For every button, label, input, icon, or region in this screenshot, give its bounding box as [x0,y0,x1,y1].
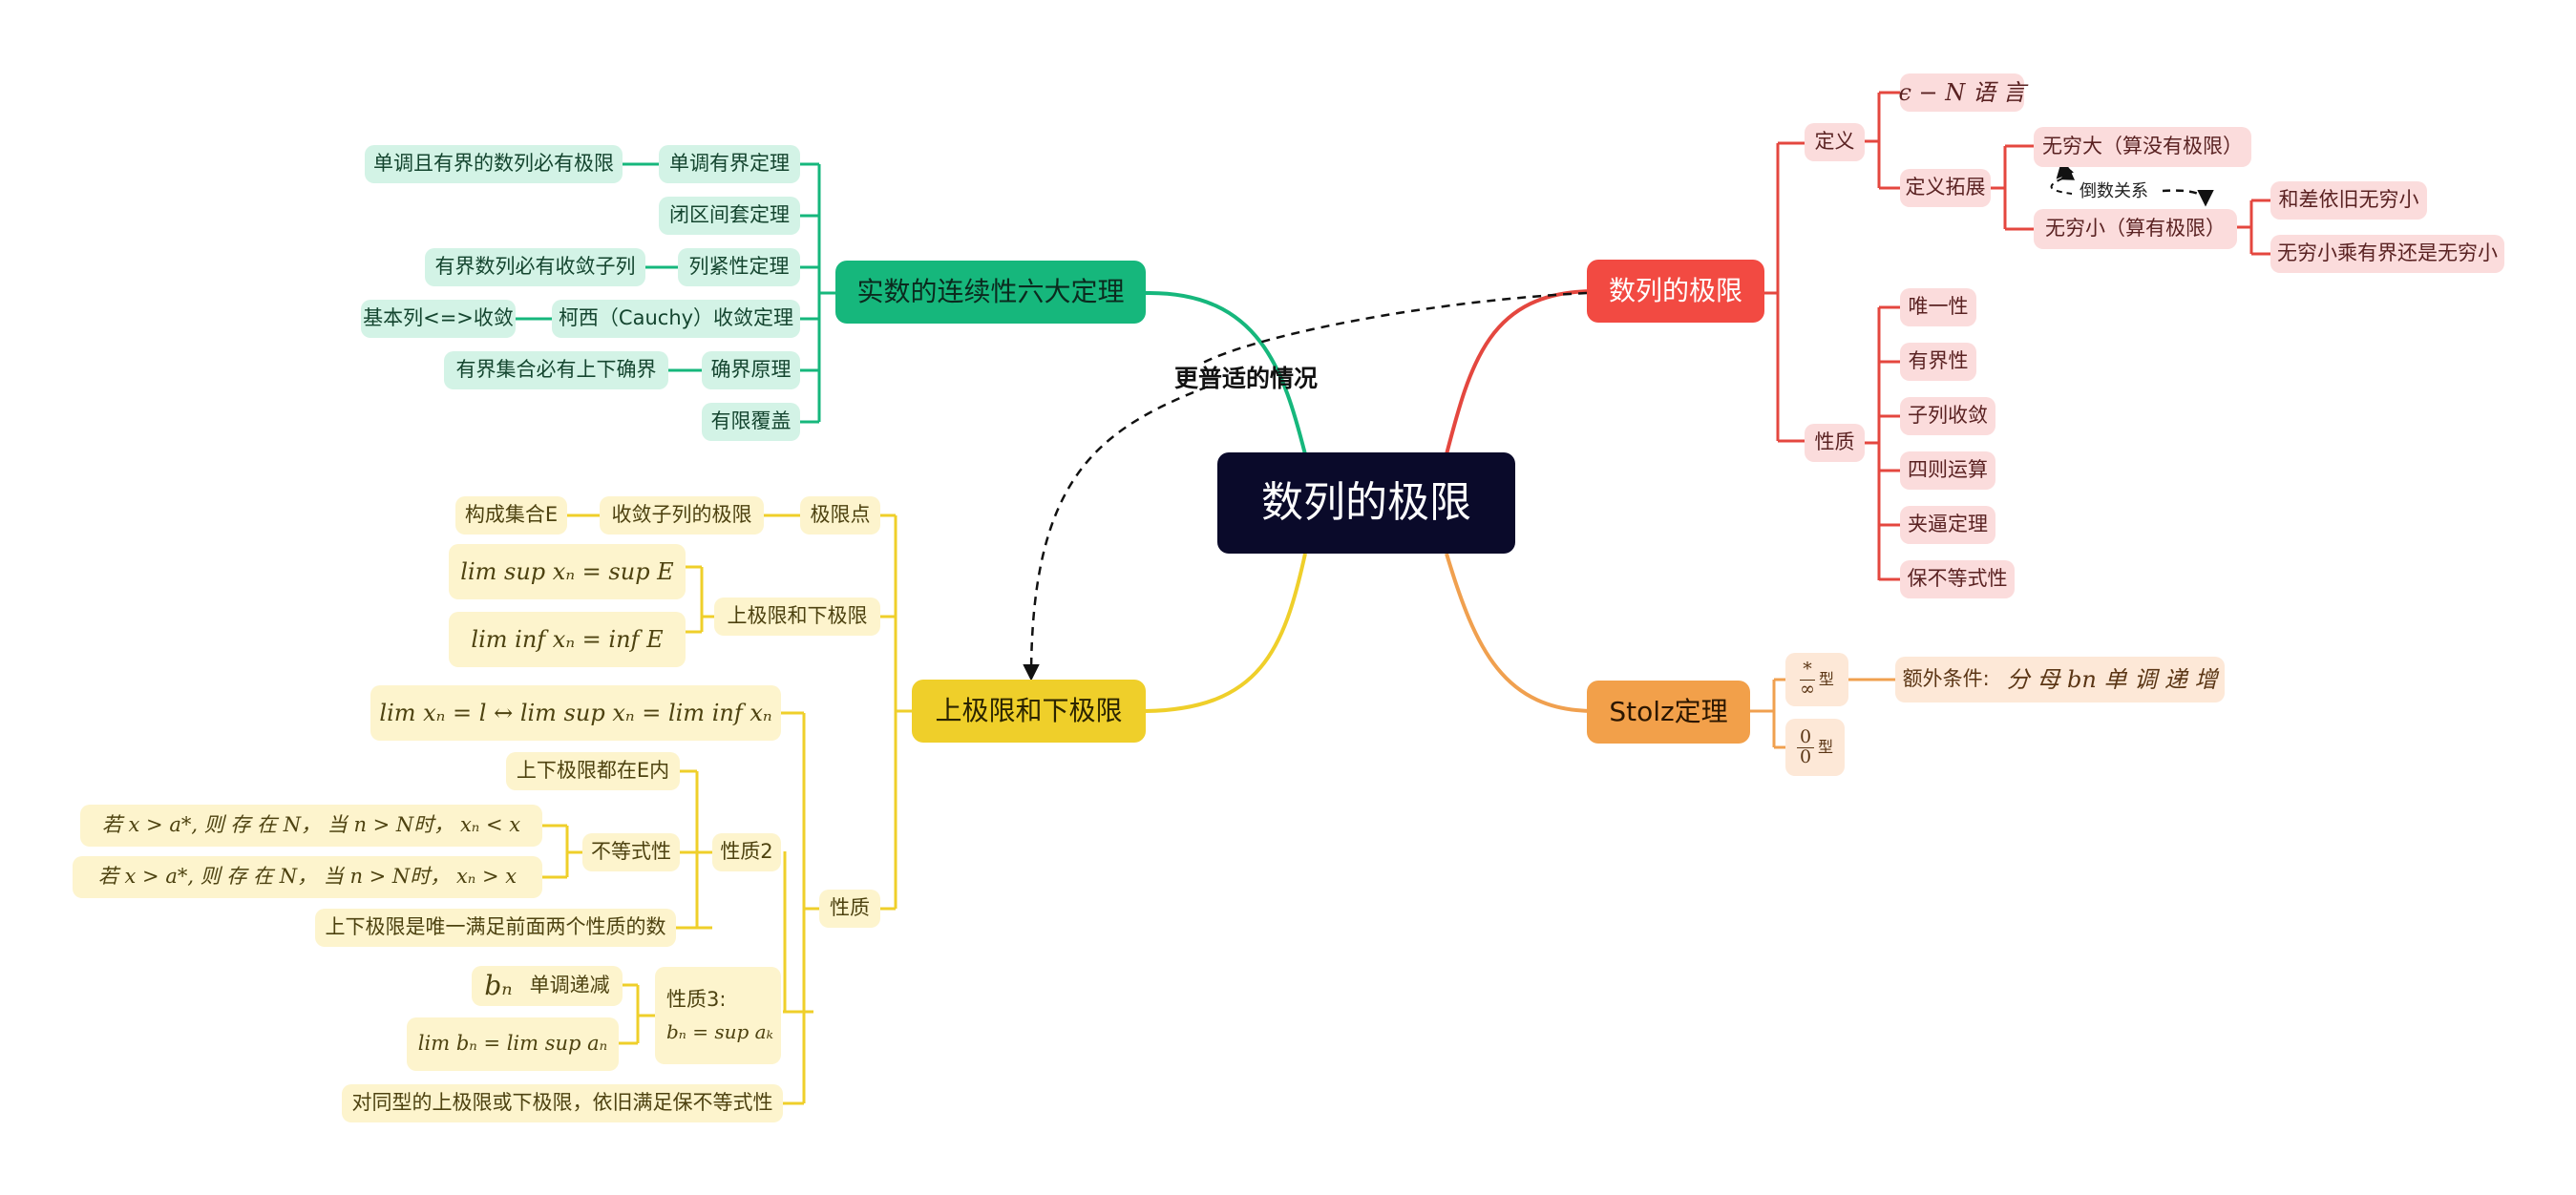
prop-order-preservation[interactable]: 保不等式性 [1900,560,2015,598]
node-set-e[interactable]: 构成集合E [455,496,567,535]
node-cauchy-desc[interactable]: 基本列<=>收敛 [361,300,516,338]
property3-label: 性质3: [666,988,727,1012]
node-stolz-extra-condition[interactable]: 额外条件: 分 母 bn 单 调 递 增 [1895,657,2225,702]
node-limit-point[interactable]: 极限点 [800,496,880,535]
node-upper-lower-limits[interactable]: 上极限和下极限 [714,598,880,636]
node-infinity-small[interactable]: 无穷小（算有极限） [2034,209,2237,249]
node-bn-decreasing[interactable]: bₙ 单调递减 [472,966,623,1006]
topic-limit-of-sequence[interactable]: 数列的极限 [1587,260,1764,323]
extra-condition-formula: 分 母 bn 单 调 递 增 [2006,665,2218,693]
formula-ineq-upper[interactable]: 若 x > a*, 则 存 在 N， 当 n > N时， xₙ < x [80,805,542,847]
prop-boundedness[interactable]: 有界性 [1900,343,1976,381]
annotation-label: 更普适的情况 [1174,365,1319,392]
formula-limit-iff[interactable]: lim xₙ = l ↔ lim sup xₙ = lim inf xₙ [370,685,781,741]
node-monotone-desc[interactable]: 单调且有界的数列必有极限 [365,145,623,183]
type-suffix: 型 [1818,670,1834,689]
node-properties[interactable]: 性质 [1805,424,1865,462]
node-eps-n-language[interactable]: ϵ − N 语 言 [1898,73,2026,112]
formula-liminf-inf-e[interactable]: lim inf xₙ = inf E [449,612,686,667]
prop-subsequence-convergence[interactable]: 子列收敛 [1900,397,1995,435]
node-supremum-desc[interactable]: 有界集合必有上下确界 [444,351,668,389]
node-property[interactable]: 性质 [819,890,880,928]
node-small-times-bounded[interactable]: 无穷小乘有界还是无穷小 [2270,235,2504,273]
reciprocal-label: 倒数关系 [2080,181,2148,201]
node-unique-two[interactable]: 上下极限是唯一满足前面两个性质的数 [315,909,676,947]
formula-limsup-sup-e[interactable]: lim sup xₙ = sup E [449,544,686,599]
node-monotone-bounded[interactable]: 单调有界定理 [659,145,800,183]
node-definition-extension[interactable]: 定义拓展 [1900,169,1991,207]
node-cauchy[interactable]: 柯西（Cauchy）收敛定理 [552,300,800,338]
frac-den: 0 [1799,745,1812,767]
node-compactness-desc[interactable]: 有界数列必有收敛子列 [425,248,645,286]
node-nested-interval[interactable]: 闭区间套定理 [659,197,800,235]
bn-decreasing-label: 单调递减 [529,974,610,997]
node-infinity-large[interactable]: 无穷大（算没有极限） [2034,127,2251,167]
topic-limsup-liminf[interactable]: 上极限和下极限 [912,680,1146,743]
property3-formula: bₙ = sup aₖ [666,1019,773,1043]
node-sum-diff-small[interactable]: 和差依旧无穷小 [2270,181,2427,220]
node-compactness[interactable]: 列紧性定理 [678,248,800,286]
prop-squeeze[interactable]: 夹逼定理 [1900,506,1995,544]
frac-num: 0 [1796,727,1815,748]
prop-arithmetic[interactable]: 四则运算 [1900,451,1995,490]
formula-lim-bn[interactable]: lim bₙ = lim sup aₙ [407,1017,619,1071]
topic-real-continuity[interactable]: 实数的连续性六大定理 [835,261,1146,324]
node-supremum-principle[interactable]: 确界原理 [702,351,800,389]
formula-ineq-lower[interactable]: 若 x > a*, 则 存 在 N， 当 n > N时， xₙ > x [73,856,542,898]
node-property2[interactable]: 性质2 [712,833,781,871]
type-suffix: 型 [1818,738,1834,757]
center-topic[interactable]: 数列的极限 [1217,452,1515,554]
node-inequality[interactable]: 不等式性 [582,833,680,871]
node-definition[interactable]: 定义 [1805,123,1865,161]
extra-condition-label: 额外条件: [1902,667,1990,691]
frac-den: ∞ [1800,678,1815,700]
node-stolz-type-star-inf[interactable]: *∞型 [1785,653,1848,706]
bn-symbol: bₙ [484,969,513,1001]
node-subsequence-limit[interactable]: 收敛子列的极限 [600,496,764,535]
node-finite-cover[interactable]: 有限覆盖 [702,403,800,441]
node-both-in-e[interactable]: 上下极限都在E内 [506,752,680,790]
node-same-type[interactable]: 对同型的上极限或下极限，依旧满足保不等式性 [342,1084,783,1122]
frac-num: * [1800,660,1815,681]
prop-uniqueness[interactable]: 唯一性 [1900,288,1976,326]
node-property3[interactable]: 性质3: bₙ = sup aₖ [655,967,781,1064]
topic-stolz[interactable]: Stolz定理 [1587,681,1750,744]
